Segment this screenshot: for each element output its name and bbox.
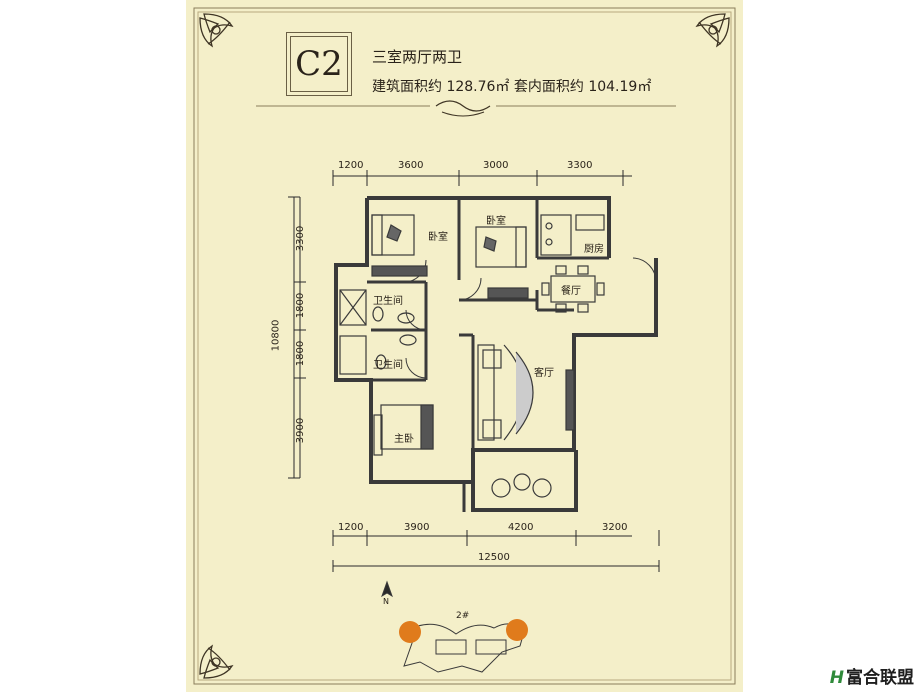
building-number: 2# xyxy=(456,611,470,621)
floor-plan-drawing xyxy=(288,170,660,673)
room-label-dining: 餐厅 xyxy=(561,286,581,297)
dim-bottom-total: 12500 xyxy=(478,552,510,563)
room-label-kitchen: 厨房 xyxy=(584,244,604,255)
room-label-living: 客厅 xyxy=(534,368,554,379)
dim-bottom-2: 3900 xyxy=(404,522,430,533)
site-marker-icon xyxy=(399,621,421,643)
dim-left-1: 3300 xyxy=(295,225,307,252)
brand-name: 富合联盟 xyxy=(846,668,914,688)
dim-top-2: 3600 xyxy=(398,160,424,171)
room-label-bedroom-2: 卧室 xyxy=(486,216,506,227)
dim-bottom-4: 3200 xyxy=(602,522,628,533)
area-info: 建筑面积约 128.76㎡ 套内面积约 104.19㎡ xyxy=(372,79,652,95)
room-label-bedroom-1: 卧室 xyxy=(428,232,448,243)
floor-plan-sheet: C2 三室两厅两卫 建筑面积约 128.76㎡ 套内面积约 104.19㎡ xyxy=(186,0,743,692)
site-marker-icon xyxy=(506,619,528,641)
dim-top-1: 1200 xyxy=(338,160,364,171)
corner-ornament-icon xyxy=(199,13,234,48)
dim-left-2: 1800 xyxy=(295,292,307,319)
layout-title: 三室两厅两卫 xyxy=(372,48,463,66)
north-arrow-label: N xyxy=(383,597,389,606)
dim-left-total: 10800 xyxy=(270,319,282,352)
room-label-bathroom-2: 卫生间 xyxy=(373,360,403,371)
room-label-master: 主卧 xyxy=(394,434,414,445)
dim-left-3: 1800 xyxy=(295,340,307,367)
dim-top-3: 3000 xyxy=(483,160,509,171)
room-label-bathroom-1: 卫生间 xyxy=(373,296,403,307)
dim-top-4: 3300 xyxy=(567,160,593,171)
unit-code: C2 xyxy=(286,32,352,96)
dim-left-4: 3900 xyxy=(295,417,307,444)
dim-bottom-1: 1200 xyxy=(338,522,364,533)
decorative-frame xyxy=(193,7,736,685)
dim-bottom-3: 4200 xyxy=(508,522,534,533)
brand-logo-icon: H xyxy=(829,668,844,688)
